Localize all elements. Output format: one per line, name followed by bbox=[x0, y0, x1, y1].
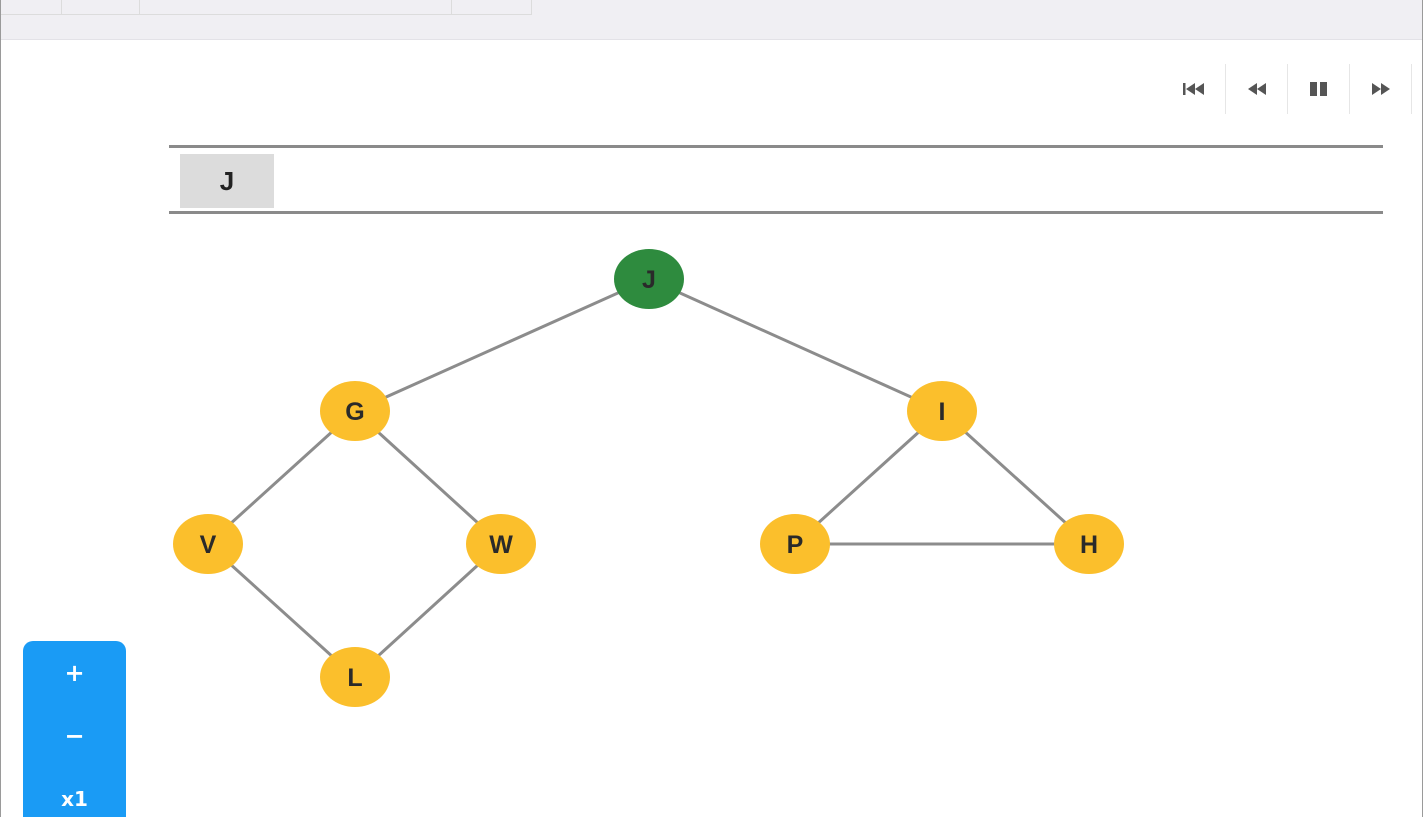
queue-bar: J bbox=[169, 145, 1383, 214]
edge-G-V bbox=[206, 409, 357, 546]
graph-node-J[interactable]: J bbox=[614, 249, 684, 309]
node-label: V bbox=[200, 531, 217, 559]
edge-W-L bbox=[353, 542, 503, 679]
node-circle bbox=[760, 514, 830, 574]
node-label: P bbox=[787, 531, 804, 559]
graph-node-V[interactable]: V bbox=[173, 514, 243, 574]
zoom-in-button[interactable]: + bbox=[64, 658, 85, 687]
rewind-button[interactable] bbox=[1226, 64, 1288, 114]
edge-G-W bbox=[353, 409, 503, 546]
edge-V-L bbox=[206, 542, 357, 679]
edge-I-H bbox=[940, 409, 1091, 546]
top-strip-segment bbox=[451, 0, 532, 15]
node-label: G bbox=[345, 398, 364, 426]
top-strip-segment bbox=[61, 0, 140, 15]
graph-node-W[interactable]: W bbox=[466, 514, 536, 574]
graph-node-L[interactable]: L bbox=[320, 647, 390, 707]
graph-node-P[interactable]: P bbox=[760, 514, 830, 574]
graph-node-I[interactable]: I bbox=[907, 381, 977, 441]
graph-node-G[interactable]: G bbox=[320, 381, 390, 441]
playback-controls bbox=[1164, 64, 1412, 114]
nodes-layer: J G I V W P H L bbox=[173, 249, 1124, 707]
node-circle bbox=[614, 249, 684, 309]
edge-J-I bbox=[648, 277, 943, 413]
edge-J-G bbox=[354, 277, 650, 413]
node-label: I bbox=[939, 398, 946, 426]
graph-node-H[interactable]: H bbox=[1054, 514, 1124, 574]
node-label: H bbox=[1080, 531, 1098, 559]
edge-I-P bbox=[793, 409, 944, 546]
rewind-icon bbox=[1247, 83, 1266, 95]
node-label: J bbox=[642, 266, 656, 294]
top-strip-segment bbox=[139, 0, 452, 15]
zoom-out-button[interactable]: − bbox=[64, 721, 85, 750]
node-circle bbox=[1054, 514, 1124, 574]
node-circle bbox=[907, 381, 977, 441]
pause-button[interactable] bbox=[1288, 64, 1350, 114]
zoom-scale-button[interactable]: x1 bbox=[61, 786, 88, 811]
node-circle bbox=[173, 514, 243, 574]
node-circle bbox=[320, 647, 390, 707]
edges-layer bbox=[206, 277, 1091, 679]
node-circle bbox=[466, 514, 536, 574]
node-circle bbox=[320, 381, 390, 441]
zoom-panel: + − x1 bbox=[23, 641, 126, 817]
skip-to-start-icon bbox=[1182, 83, 1204, 95]
node-label: W bbox=[489, 531, 513, 559]
pause-icon bbox=[1309, 82, 1327, 96]
top-strip-segment bbox=[1, 0, 62, 15]
fast-forward-icon bbox=[1371, 83, 1390, 95]
skip-to-start-button[interactable] bbox=[1164, 64, 1226, 114]
top-strip bbox=[1, 0, 1422, 40]
fast-forward-button[interactable] bbox=[1350, 64, 1412, 114]
queue-item: J bbox=[180, 154, 274, 208]
node-label: L bbox=[347, 664, 362, 692]
